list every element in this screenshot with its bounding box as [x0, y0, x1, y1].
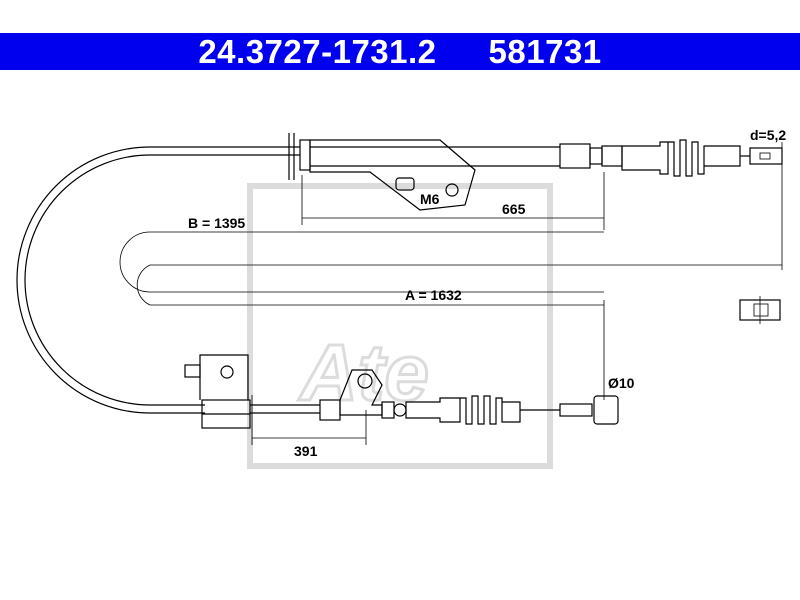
cable-inner: [24, 154, 300, 406]
cable-outer: [16, 146, 300, 414]
lower-end-fitting: [319, 369, 619, 425]
dim-391-label: 391: [294, 443, 318, 459]
reference-number: 581731: [488, 33, 602, 70]
lower-left-bracket: [184, 354, 251, 429]
part-number: 24.3727-1731.2: [198, 33, 437, 70]
upper-end-fitting: d=5,2: [559, 127, 786, 270]
dim-b-label: B = 1395: [188, 215, 245, 231]
thread-label: M6: [420, 191, 440, 207]
cross-section-icon: [739, 296, 781, 324]
diameter-label: Ø10: [608, 375, 635, 391]
watermark-text: Ate: [298, 328, 429, 417]
upper-bracket: M6: [288, 133, 476, 211]
dim-a-label: A = 1632: [405, 287, 462, 303]
dimension-lines: 665 B = 1395 A = 1632 Ø10 391: [119, 172, 782, 459]
wire-diameter-label: d=5,2: [750, 127, 786, 143]
dim-665-label: 665: [502, 201, 526, 217]
watermark-logo: Ate: [247, 183, 553, 469]
title-bar: 24.3727-1731.2 581731: [0, 33, 800, 70]
